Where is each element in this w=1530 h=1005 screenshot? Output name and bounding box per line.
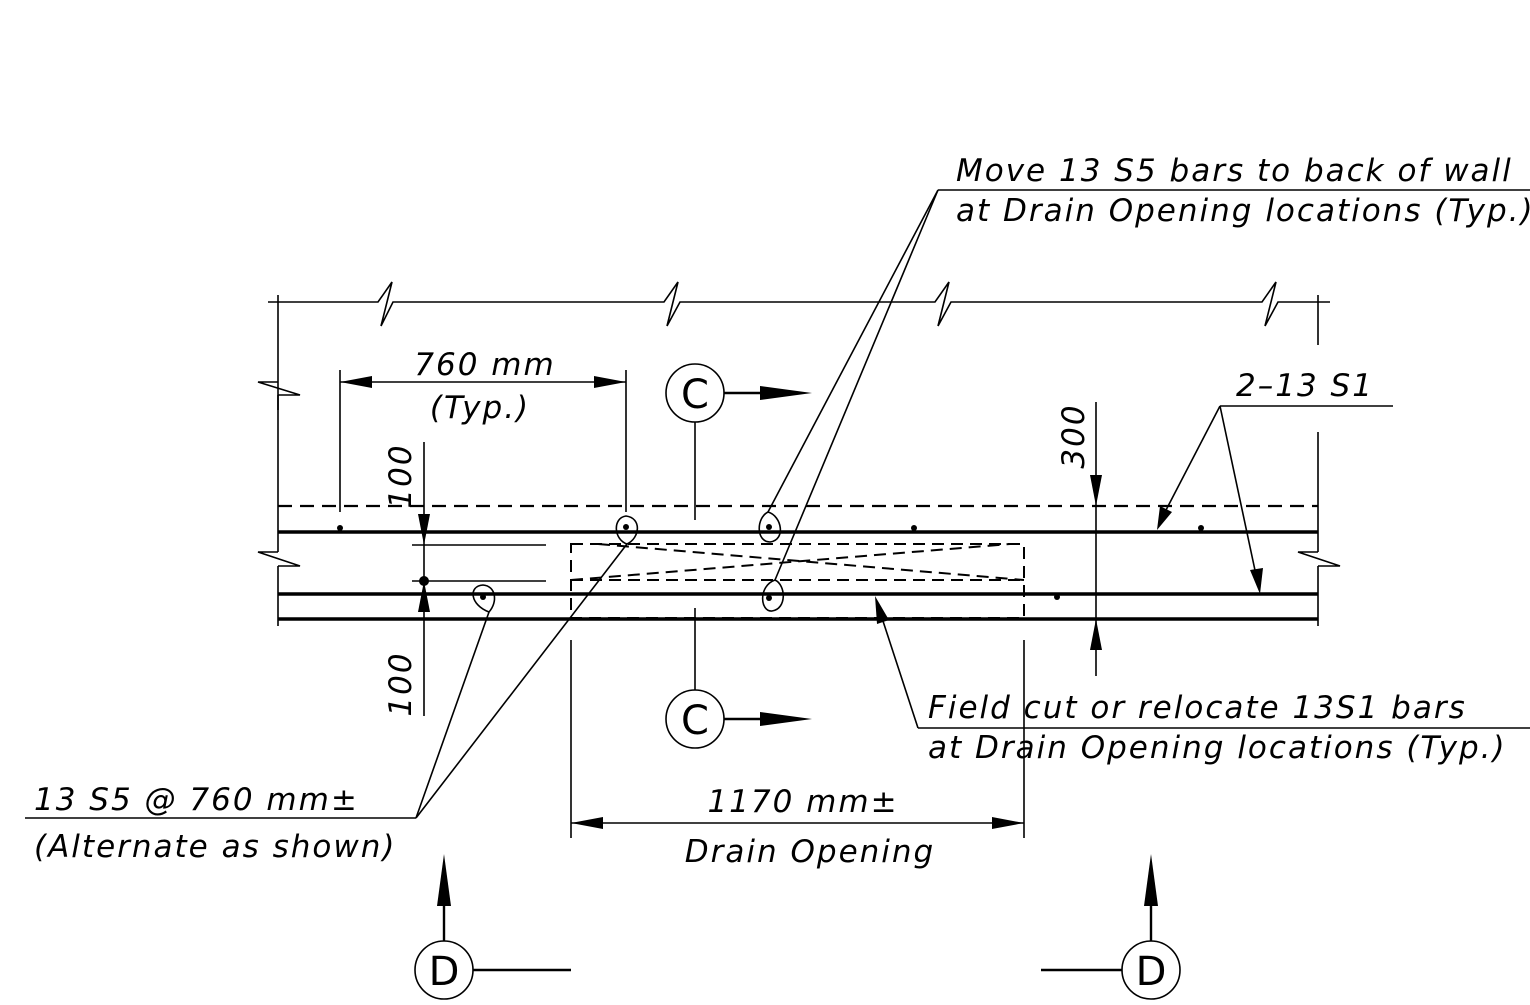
s1-bars-leader: 2–13 S1 [1157, 368, 1393, 594]
move-bars-note-line2: at Drain Opening locations (Typ.) [956, 193, 1530, 229]
left-break-line [257, 381, 301, 626]
s5-spacing-note-line1: 13 S5 @ 760 mm± [34, 782, 359, 818]
drain-width-label: Drain Opening [685, 834, 935, 870]
drain-opening-box [570, 543, 1025, 619]
section-c-bottom-marker: C [665, 608, 812, 749]
s5-spacing-note-line2: (Alternate as shown) [34, 829, 396, 865]
s1-bars-note: 2–13 S1 [1236, 368, 1374, 404]
spacing-dimension: 760 mm (Typ.) [339, 347, 627, 512]
drain-width-dimension: 1170 mm± Drain Opening [570, 640, 1025, 870]
section-d-right-label: D [1136, 949, 1167, 995]
cover-dimensions: 100 100 [383, 442, 546, 717]
section-d-left-marker: D [414, 854, 571, 1000]
section-d-right-marker: D [1041, 854, 1181, 1000]
move-bars-leader: Move 13 S5 bars to back of wall at Drain… [758, 153, 1530, 612]
field-cut-note-line2: at Drain Opening locations (Typ.) [928, 730, 1507, 766]
section-c-top-marker: C [665, 363, 812, 520]
spacing-dimension-value: 760 mm [414, 347, 555, 383]
top-break-line [268, 281, 1330, 382]
right-break-line [1297, 432, 1341, 626]
spacing-dimension-typ: (Typ.) [430, 390, 530, 426]
bar-dots [337, 524, 1204, 601]
section-d-left-label: D [429, 949, 460, 995]
height-dimension: 300 [1056, 402, 1102, 676]
s5-spacing-leader: 13 S5 @ 760 mm± (Alternate as shown) [25, 515, 639, 865]
field-cut-leader: Field cut or relocate 13S1 bars at Drain… [875, 596, 1530, 766]
bottom-cover-dimension: 100 [383, 651, 419, 716]
field-cut-note-line1: Field cut or relocate 13S1 bars [928, 690, 1467, 726]
move-bars-note-line1: Move 13 S5 bars to back of wall [956, 153, 1513, 189]
section-c-bottom-label: C [681, 698, 709, 744]
height-dimension-value: 300 [1056, 403, 1092, 468]
section-c-top-label: C [681, 372, 709, 418]
drain-width-value: 1170 mm± [707, 784, 898, 820]
top-cover-dimension: 100 [383, 443, 419, 508]
